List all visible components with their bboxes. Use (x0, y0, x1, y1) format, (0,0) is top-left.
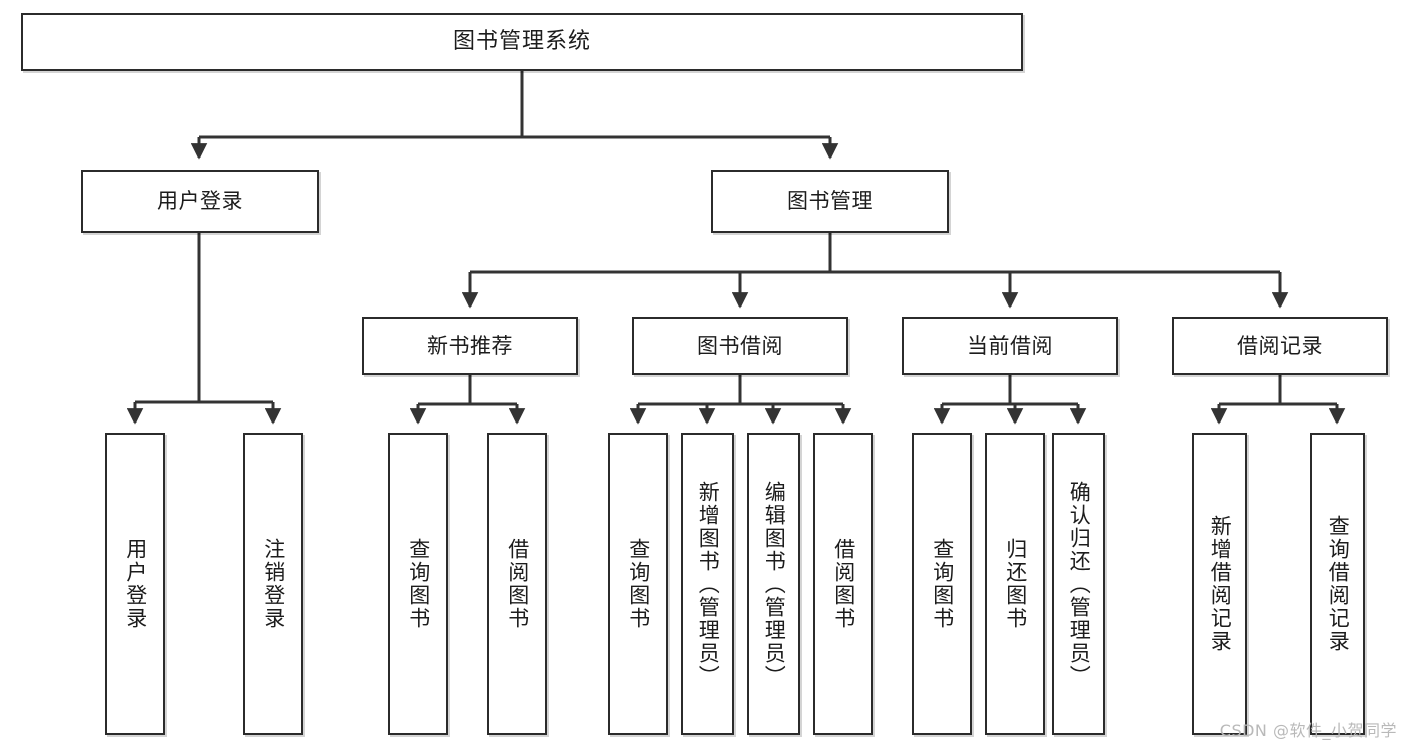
node-book-management-label: 图书管理 (787, 189, 873, 214)
leaf-query-book-nbr[interactable]: 查询图书 (388, 433, 448, 735)
leaf-borrow-book-bb[interactable]: 借阅图书 (813, 433, 873, 735)
node-book-management[interactable]: 图书管理 (711, 170, 949, 233)
leaf-edit-book-admin-label: 编辑图书（管理员） (762, 480, 787, 688)
leaf-query-book-nbr-label: 查询图书 (406, 538, 431, 630)
leaf-borrow-book-nbr[interactable]: 借阅图书 (487, 433, 547, 735)
leaf-query-borrow-record[interactable]: 查询借阅记录 (1310, 433, 1365, 735)
node-book-borrow-label: 图书借阅 (697, 333, 783, 358)
node-borrow-record-label: 借阅记录 (1237, 333, 1323, 358)
leaf-borrow-book-nbr-label: 借阅图书 (505, 538, 530, 630)
node-root[interactable]: 图书管理系统 (21, 13, 1023, 71)
node-current-borrow[interactable]: 当前借阅 (902, 317, 1118, 375)
leaf-return-book[interactable]: 归还图书 (985, 433, 1045, 735)
leaf-add-book-admin[interactable]: 新增图书（管理员） (681, 433, 734, 735)
leaf-query-book-bb-label: 查询图书 (626, 538, 651, 630)
node-user-login-label: 用户登录 (157, 189, 243, 214)
leaf-confirm-return-admin-label: 确认归还（管理员） (1067, 480, 1092, 688)
leaf-add-book-admin-label: 新增图书（管理员） (696, 480, 721, 688)
node-user-login[interactable]: 用户登录 (81, 170, 319, 233)
leaf-return-book-label: 归还图书 (1003, 538, 1028, 630)
leaf-user-login-label: 用户登录 (123, 538, 148, 630)
node-current-borrow-label: 当前借阅 (967, 333, 1053, 358)
leaf-logout[interactable]: 注销登录 (243, 433, 303, 735)
leaf-query-borrow-record-label: 查询借阅记录 (1326, 515, 1351, 653)
node-new-book-recommend-label: 新书推荐 (427, 333, 513, 358)
leaf-add-borrow-record[interactable]: 新增借阅记录 (1192, 433, 1247, 735)
watermark: CSDN @软件_小贺同学 (1219, 721, 1397, 740)
node-book-borrow[interactable]: 图书借阅 (632, 317, 848, 375)
leaf-logout-label: 注销登录 (261, 538, 286, 630)
node-borrow-record[interactable]: 借阅记录 (1172, 317, 1388, 375)
leaf-query-book-cb[interactable]: 查询图书 (912, 433, 972, 735)
leaf-query-book-bb[interactable]: 查询图书 (608, 433, 668, 735)
node-root-label: 图书管理系统 (452, 29, 591, 55)
leaf-query-book-cb-label: 查询图书 (930, 538, 955, 630)
leaf-borrow-book-bb-label: 借阅图书 (831, 538, 856, 630)
leaf-add-borrow-record-label: 新增借阅记录 (1208, 515, 1233, 653)
node-new-book-recommend[interactable]: 新书推荐 (362, 317, 578, 375)
leaf-edit-book-admin[interactable]: 编辑图书（管理员） (747, 433, 800, 735)
leaf-user-login[interactable]: 用户登录 (105, 433, 165, 735)
leaf-confirm-return-admin[interactable]: 确认归还（管理员） (1052, 433, 1105, 735)
